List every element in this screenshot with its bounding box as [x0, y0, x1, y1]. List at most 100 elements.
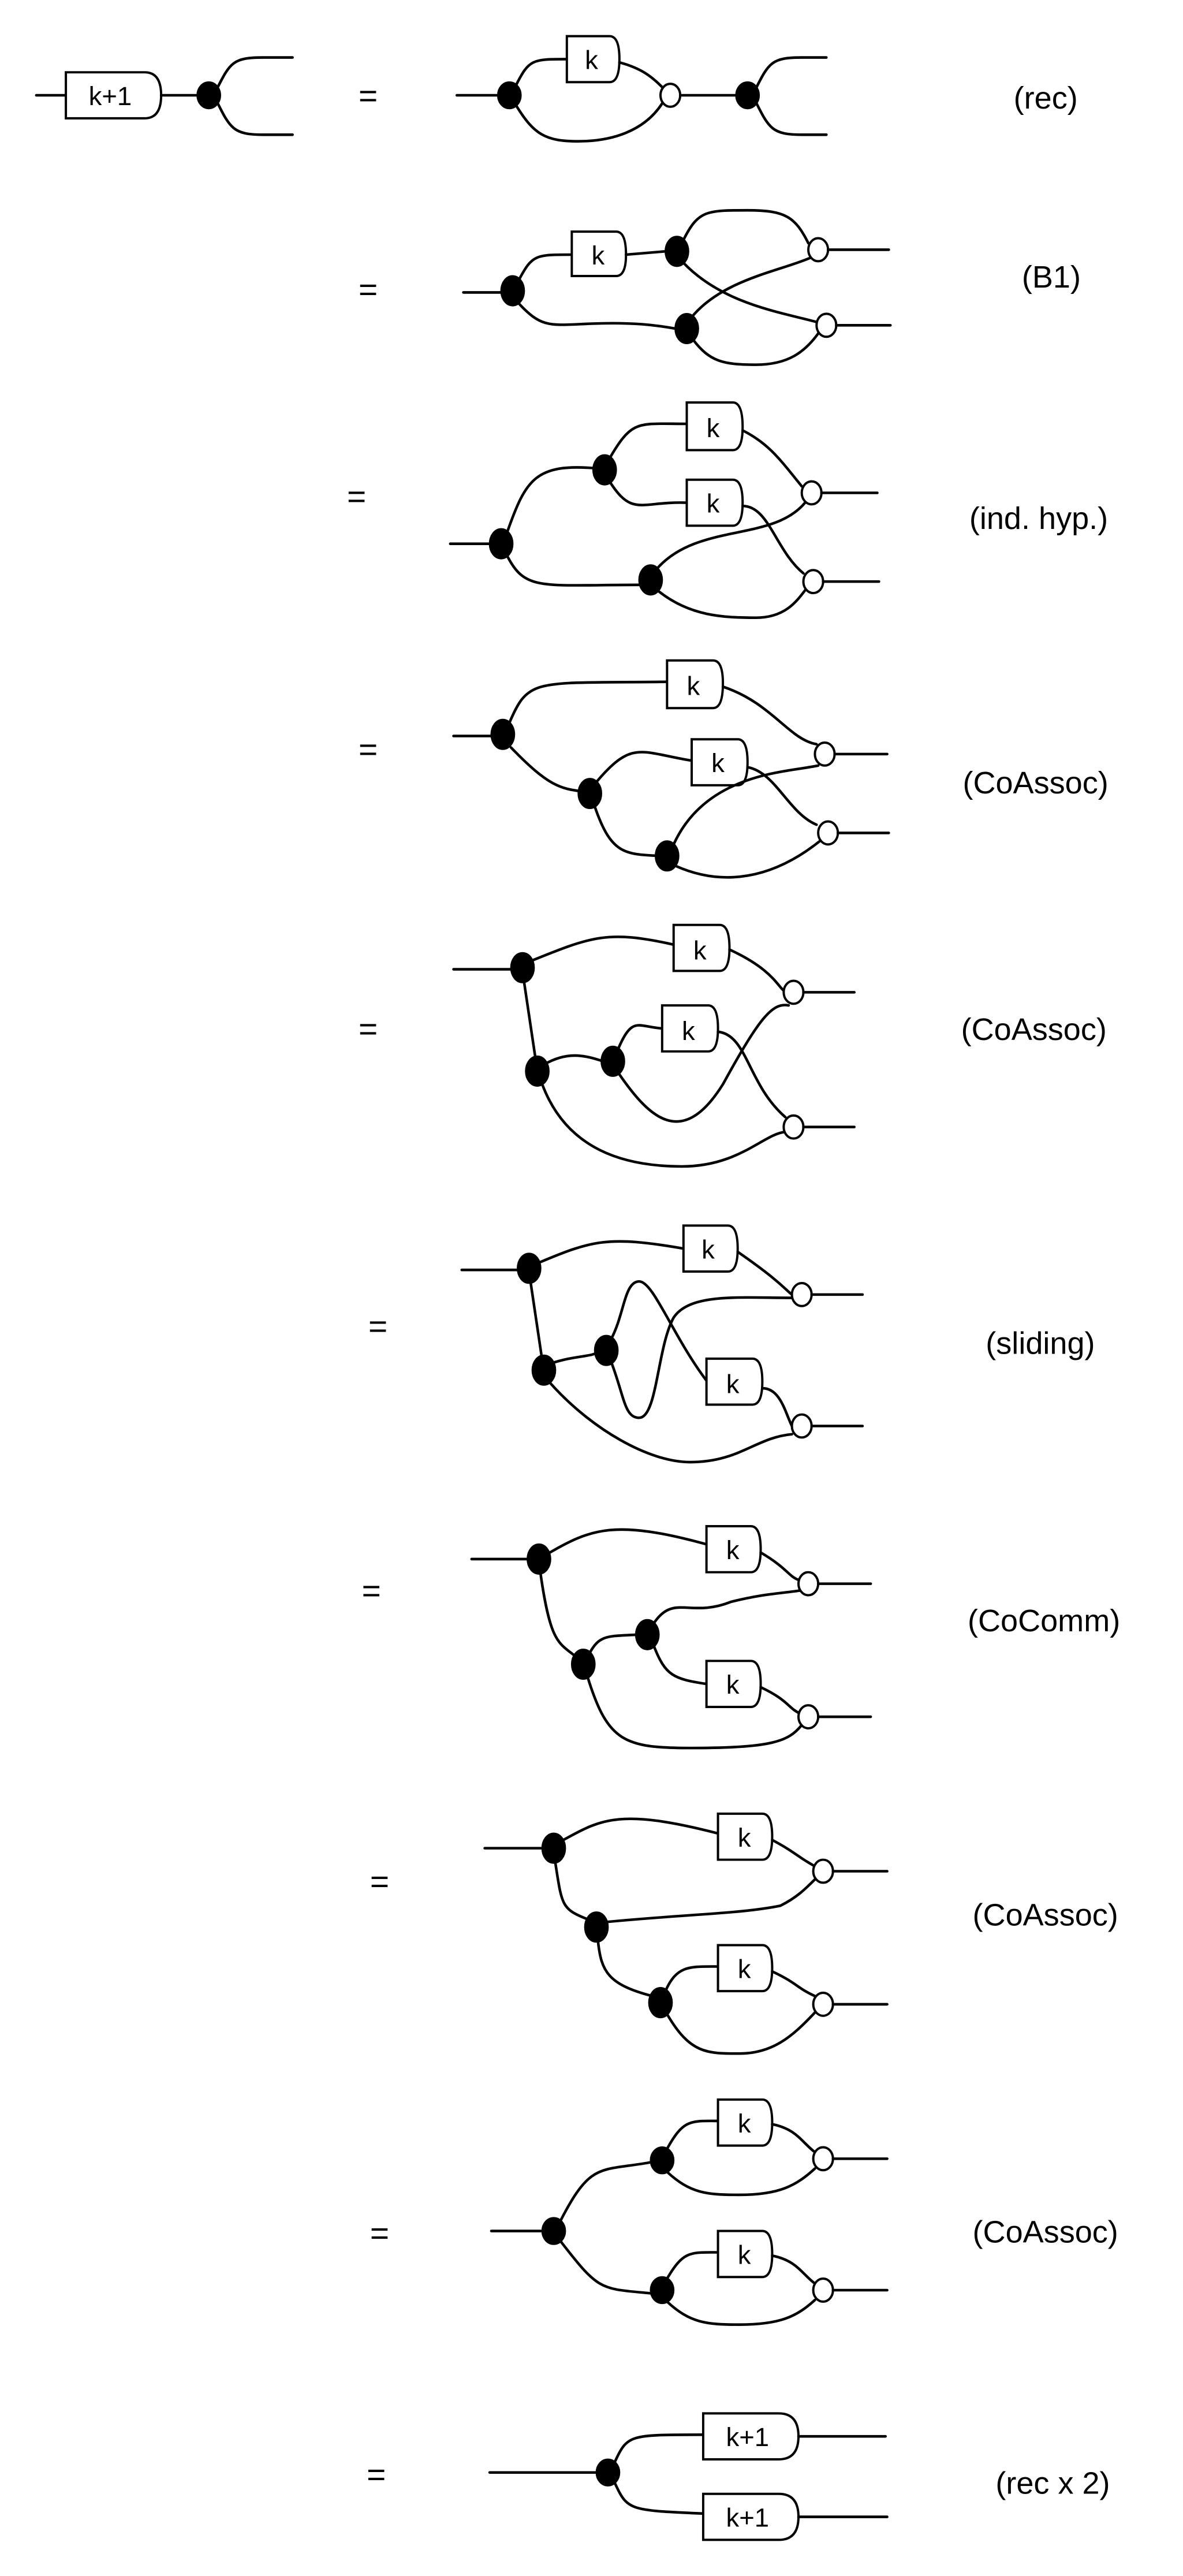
justification-label: (CoComm): [968, 1604, 1120, 1638]
justification-label: (sliding): [986, 1326, 1095, 1360]
svg-text:k: k: [711, 748, 725, 778]
black-node: [655, 840, 680, 872]
black-node: [497, 81, 522, 110]
white-node: [800, 480, 823, 506]
box-k: [691, 738, 749, 786]
black-node: [594, 1334, 619, 1366]
white-node: [782, 1114, 805, 1140]
box-k: [685, 478, 744, 527]
svg-text:k: k: [701, 1235, 715, 1264]
black-node: [584, 1911, 609, 1943]
equals-sign: =: [367, 2456, 386, 2493]
black-node: [595, 2458, 621, 2486]
svg-text:k: k: [693, 935, 707, 965]
white-node: [812, 2146, 834, 2172]
svg-text:k+1: k+1: [726, 2422, 769, 2452]
equals-sign: =: [370, 2215, 389, 2251]
equals-sign: =: [370, 1863, 389, 1900]
black-node: [650, 2146, 675, 2175]
equals-sign: =: [359, 271, 378, 308]
black-node: [490, 718, 516, 750]
equals-sign: =: [359, 1011, 378, 1047]
svg-text:k: k: [738, 2240, 751, 2269]
step-rec-x2-diagram: k+1 k+1: [488, 2412, 889, 2541]
box-k: [716, 2230, 774, 2279]
svg-text:k: k: [707, 489, 720, 519]
black-node: [665, 236, 689, 267]
equals-sign: =: [359, 77, 378, 114]
white-node: [815, 312, 838, 338]
box-k: [705, 1525, 762, 1574]
justification-label: (CoAssoc): [961, 1012, 1107, 1047]
justification-label: (rec x 2): [995, 2466, 1110, 2501]
box-k: [705, 1357, 764, 1406]
box-k: [705, 1660, 762, 1708]
svg-text:k: k: [682, 1016, 695, 1046]
box-k: [672, 923, 731, 972]
box-k: [716, 1812, 774, 1861]
justification-label: (CoAssoc): [973, 2215, 1118, 2249]
white-node: [790, 1281, 813, 1307]
step-b1-diagram: k: [462, 208, 892, 366]
box-k: [565, 35, 621, 84]
black-node: [674, 312, 699, 345]
svg-text:k: k: [726, 1670, 740, 1699]
black-node: [650, 2276, 675, 2305]
svg-text:k: k: [687, 671, 700, 700]
black-node: [577, 778, 602, 810]
black-node: [541, 1832, 566, 1864]
step-coassoc-2-diagram: k k: [452, 923, 856, 1168]
lhs-diagram: k+1: [35, 56, 294, 136]
justification-label: (CoAssoc): [962, 766, 1108, 800]
black-node: [648, 1987, 673, 2019]
svg-text:k: k: [738, 1823, 751, 1852]
black-node: [517, 1252, 542, 1284]
white-node: [797, 1704, 820, 1729]
black-node: [525, 1055, 550, 1087]
white-multiplication-node: [659, 83, 682, 108]
box-label: k+1: [89, 81, 132, 111]
white-node: [817, 820, 839, 846]
svg-text:k+1: k+1: [726, 2503, 769, 2533]
justification-label: (ind. hyp.): [969, 501, 1108, 536]
equals-sign: =: [347, 478, 366, 515]
svg-text:k: k: [591, 241, 604, 270]
svg-text:k: k: [726, 1370, 740, 1399]
black-node: [541, 2217, 566, 2245]
svg-text:k: k: [738, 1954, 751, 1984]
black-node: [735, 81, 760, 110]
box-k: [682, 1224, 739, 1273]
step-ind-hyp-diagram: k k: [449, 401, 880, 620]
step-rec-diagram: k: [455, 35, 828, 143]
step-coassoc-1-diagram: k k: [452, 659, 890, 879]
black-node: [500, 275, 525, 307]
white-node: [813, 741, 836, 767]
white-node: [812, 2277, 834, 2303]
step-cocomm-diagram: k k: [470, 1525, 872, 1750]
black-comultiplication-node: [196, 81, 221, 110]
box-k: [685, 401, 744, 452]
white-node: [797, 1571, 820, 1597]
black-node: [592, 454, 617, 486]
white-node: [802, 569, 824, 595]
justification-label: (B1): [1022, 260, 1081, 294]
white-node: [812, 1858, 834, 1884]
svg-text:k: k: [738, 2109, 751, 2138]
black-node: [600, 1045, 625, 1077]
justification-label: (CoAssoc): [973, 1897, 1118, 1932]
box-k: [666, 659, 725, 710]
white-node: [790, 1413, 813, 1439]
justification-label: (rec): [1014, 81, 1078, 115]
equals-sign: =: [368, 1308, 387, 1345]
svg-text:k: k: [726, 1535, 740, 1565]
step-coassoc-4-diagram: k k: [490, 2098, 889, 2326]
box-k: [716, 1944, 774, 1993]
black-node: [635, 1619, 660, 1650]
equals-sign: =: [362, 1572, 381, 1609]
black-node: [510, 952, 535, 983]
black-node: [531, 1354, 557, 1386]
white-node: [812, 1992, 834, 2017]
black-node: [527, 1543, 551, 1575]
step-sliding-diagram: k k: [460, 1224, 864, 1464]
